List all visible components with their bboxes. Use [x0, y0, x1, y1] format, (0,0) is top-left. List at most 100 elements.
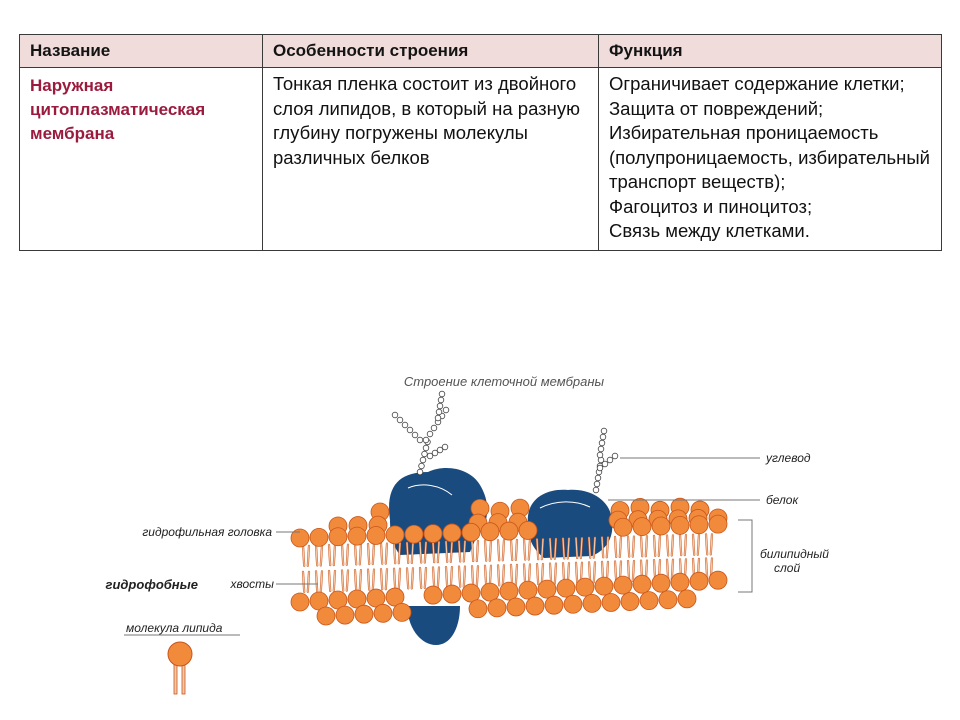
lipid-tail	[523, 563, 526, 586]
lipid-tail	[710, 533, 713, 555]
lipid-head	[708, 514, 728, 534]
lipid-tail	[614, 560, 617, 583]
lipid-head	[442, 584, 462, 604]
lipid-head	[563, 594, 583, 614]
lipid-tail	[367, 543, 370, 565]
carbohydrate-bead	[611, 452, 619, 460]
carbohydrate-bead	[416, 436, 424, 444]
lipid-tail	[502, 539, 505, 561]
carbohydrate-bead	[594, 474, 602, 482]
lipid-head	[670, 572, 690, 592]
lipid-tail	[653, 535, 656, 557]
lipid-tail	[406, 542, 409, 564]
lipid-tail	[341, 544, 344, 566]
lipid-head	[385, 525, 405, 545]
lipid-head	[290, 592, 310, 612]
lipid-head	[651, 573, 671, 593]
lipid-tail	[359, 543, 362, 565]
lipid-tail	[606, 536, 609, 558]
lipid-head	[373, 603, 393, 623]
header-function: Функция	[598, 34, 942, 68]
lipid-tail	[380, 543, 383, 565]
lipid-tail	[528, 538, 531, 561]
lipid-head	[499, 581, 519, 601]
label-protein: белок	[766, 493, 799, 507]
lipid-tail	[398, 542, 401, 564]
lipid-tail	[406, 567, 409, 589]
header-name: Название	[19, 34, 263, 68]
lipid-head	[392, 602, 412, 622]
lipid-tail	[393, 542, 396, 564]
lipid-head	[601, 593, 621, 612]
lipid-tail	[450, 566, 453, 588]
lipid-tail	[627, 560, 630, 582]
lipid-tail	[315, 570, 318, 592]
lipid-head	[632, 517, 652, 537]
table-row: Наружная цитоплазматическая мембрана Тон…	[19, 67, 942, 251]
cell-structure: Тонкая пленка состоит из двойного слоя л…	[262, 67, 599, 251]
lipid-tail	[437, 541, 440, 563]
carbohydrate-bead	[598, 439, 606, 447]
lipid-head	[708, 570, 728, 590]
lipid-tail	[666, 559, 669, 581]
lipid-head	[461, 522, 481, 542]
lipid-head	[506, 597, 526, 617]
lipid-head	[594, 576, 614, 596]
lipid-head	[404, 524, 424, 544]
lipid-tail	[411, 567, 414, 589]
lipid-tail	[502, 564, 505, 586]
lipid-head	[670, 515, 690, 535]
lipid-head	[335, 605, 355, 625]
lipid-tail	[692, 534, 695, 556]
lipid-tail	[471, 540, 474, 562]
lipid-tail	[450, 541, 453, 563]
lipid-head	[639, 591, 659, 611]
lipid-tail	[554, 538, 557, 560]
lipid-head	[613, 517, 633, 537]
lipid-tail	[471, 565, 474, 587]
lipid-head	[525, 596, 545, 616]
lipid-tail	[328, 544, 331, 566]
lipid-tail	[627, 535, 630, 558]
lipid-tail	[575, 562, 578, 584]
lipid-molecule-icon	[167, 641, 193, 695]
carbohydrate-bead	[597, 445, 605, 453]
lipid-tail	[541, 563, 544, 585]
lipid-tail-left	[173, 663, 178, 695]
lipid-tail	[424, 567, 427, 589]
lipid-tail	[411, 542, 414, 564]
carbohydrate-bead	[431, 449, 439, 457]
lipid-tail	[645, 535, 648, 557]
lipid-tail	[541, 538, 544, 560]
lipid-tail	[432, 566, 435, 589]
label-hydrophobic: гидрофобные	[106, 577, 198, 592]
lipid-tail	[424, 541, 427, 564]
carbohydrate-bead	[406, 426, 414, 434]
cell-name: Наружная цитоплазматическая мембрана	[19, 67, 263, 251]
lipid-tail	[640, 535, 643, 557]
carbohydrate-bead	[422, 444, 430, 452]
lipid-tail	[679, 534, 682, 556]
lipid-tail	[575, 537, 578, 559]
lipid-tail	[671, 534, 674, 557]
lipid-tail	[346, 544, 349, 566]
lipid-tail	[302, 545, 305, 567]
label-tails: хвосты	[230, 577, 275, 591]
lipid-tail	[614, 536, 617, 558]
lipid-tail	[380, 568, 383, 590]
carbohydrate-bead	[599, 433, 607, 441]
lipid-tail	[445, 566, 448, 588]
header-structure: Особенности строения	[262, 34, 599, 68]
protein-right-body	[527, 489, 613, 558]
lipid-tail	[536, 563, 539, 585]
lipid-head	[544, 595, 564, 615]
lipid-tail	[463, 566, 466, 588]
carbohydrate-bead	[436, 402, 444, 410]
lipid-head	[620, 592, 640, 611]
lipid-tail	[333, 570, 336, 592]
figure-caption: Строение клеточной мембраны	[404, 374, 605, 389]
lipid-tail	[359, 569, 362, 591]
lipid-tail	[601, 536, 604, 558]
label-lipid-molecule: молекула липида	[126, 621, 223, 635]
lipid-head	[518, 580, 538, 600]
